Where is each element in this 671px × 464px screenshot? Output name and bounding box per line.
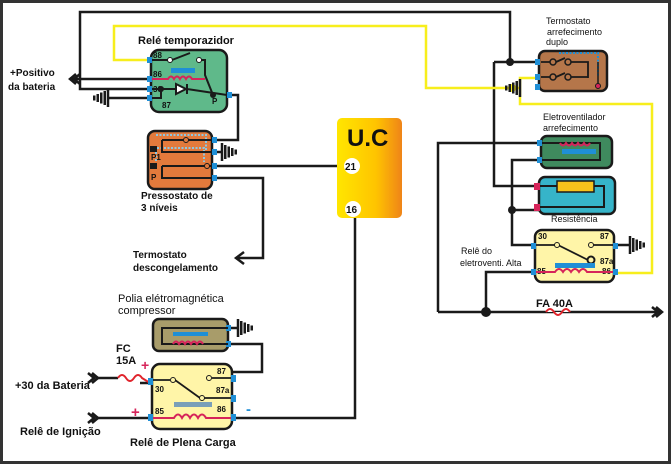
polia-label-1: Polia elétromagnética [118,293,225,305]
arrow-termostato-descong-icon [233,251,245,265]
fuse-fc-label-2: 15A [116,355,136,367]
wire-fan-a [436,141,540,312]
termostato-label-2: arrefecimento [547,27,602,37]
minus-sign-86: - [246,401,251,418]
pin-87: 87 [600,232,609,241]
pressostato-label-2: 3 níveis [141,203,178,214]
pin-87a: 87a [600,257,614,266]
uc-pin-21: 21 [345,162,357,173]
pressostato-label-1: Pressostato de [141,191,213,202]
ground-icon [503,77,522,99]
positivo-bateria-label-1: +Positivo [10,68,55,79]
pin-88: 88 [153,51,162,60]
wire-88-termostato [112,24,512,90]
polia-eletromagnetica[interactable] [151,317,231,353]
termostato-descong-label-2: descongelamento [133,263,218,274]
pin-85: 85 [155,407,164,416]
mais30-bateria-label: +30 da Bateria [15,380,91,392]
wire-termostato-86 [518,76,654,275]
junction-dot [481,307,491,317]
pin-87: 87 [162,101,171,110]
wire-p-pressostato [213,93,240,142]
rele-plena-carga[interactable]: 30 87 87a 85 86 [148,362,236,431]
ground-icon [236,317,255,339]
wire-termostato-resist [492,62,540,188]
pressostato-3-niveis[interactable]: P1 P [146,129,217,191]
pin-30: 30 [155,385,164,394]
pin-p: P [212,97,218,106]
wire-termostato-descong [213,176,265,260]
rele-temporizador-label: Relé temporazidor [138,35,235,47]
rele-plena-carga-label: Relê de Plena Carga [130,437,237,449]
termostato-label-1: Termostato [546,16,591,26]
resistencia-label: Resistência [551,214,598,224]
ground-icon [220,141,239,163]
ground-icon [628,234,647,256]
pin-p1: P1 [151,153,161,162]
pin-86: 86 [217,405,226,414]
pin-86: 86 [153,70,162,79]
wire-top-loop [78,10,512,91]
connector-arrow-icon [86,411,100,425]
uc-pin-16: 16 [346,205,358,216]
pin-30: 30 [538,232,547,241]
eletroventilador-label-2: arrefecimento [543,123,598,133]
rele-temporizador[interactable]: 88 86 30 87 P [147,48,232,114]
pin-p: P [151,173,157,182]
rele-ignicao-label: Relê de Ignição [20,426,101,438]
plus-sign-30: + [141,357,149,373]
pin-87: 87 [217,367,226,376]
plus-sign-85: + [131,404,140,421]
wire-fan-b [510,158,540,247]
pin-87a: 87a [216,386,230,395]
rele-eletroventilador[interactable]: 30 87 87a 85 86 [531,228,618,284]
wire-uc16-plena-86 [234,218,357,420]
wire-85-fa [484,270,540,312]
eletroventilador[interactable] [537,134,614,170]
eletroventilador-label-1: Eletroventilador [543,112,606,122]
polia-label-2: compressor [118,305,176,317]
termostato-arrefecimento[interactable] [535,49,609,93]
resistencia[interactable] [534,175,617,216]
fuse-fc-label-1: FC [116,343,131,355]
unidade-controle[interactable]: U.C 21 16 [337,118,402,218]
uc-label: U.C [347,125,388,152]
rele-eletroventilador-label-1: Relê do [461,246,492,256]
termostato-descong-label-1: Termostato [133,250,187,261]
junction-dot [506,58,514,66]
wire-polia-87 [230,342,264,374]
fuse-fc-icon [117,374,151,384]
termostato-label-3: duplo [546,37,568,47]
fuse-fa-icon [545,308,571,316]
ground-icon [91,87,110,109]
positivo-bateria-label-2: da bateria [8,82,56,93]
fuse-fa-label: FA 40A [536,298,573,310]
rele-eletroventilador-label-2: eletroventi. Alta [460,258,522,268]
junction-dot [508,206,516,214]
